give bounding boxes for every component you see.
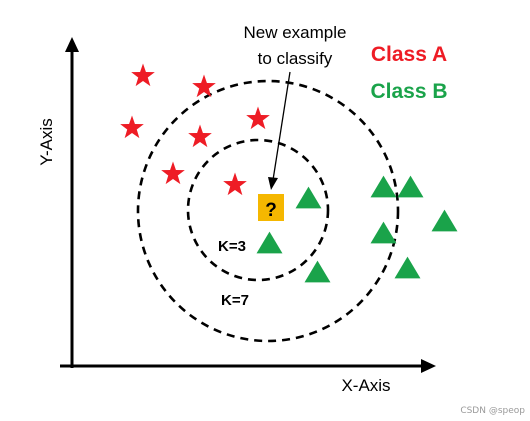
- class-b-points: [256, 175, 458, 283]
- triangle-icon: [370, 175, 397, 198]
- triangle-icon: [397, 175, 424, 198]
- question-box-icon: ?: [258, 194, 284, 221]
- k3-label: K=3: [218, 238, 246, 255]
- legend-class-b: Class B: [370, 80, 447, 103]
- k3-circle: [186, 138, 330, 282]
- triangle-icon: [431, 209, 458, 232]
- legend-class-a: Class A: [371, 43, 447, 66]
- k7-label: K=7: [221, 292, 249, 309]
- y-axis-label: Y-Axis: [37, 118, 56, 166]
- triangle-icon: [370, 221, 397, 244]
- new-example-line2: to classify: [258, 49, 333, 68]
- watermark: CSDN @speop: [460, 406, 525, 416]
- star-icon: [131, 63, 155, 87]
- x-axis-arrowhead: [421, 359, 436, 373]
- y-axis-arrowhead: [65, 37, 79, 52]
- new-example-line1: New example: [244, 23, 347, 42]
- triangle-icon: [295, 186, 322, 209]
- star-icon: [192, 74, 216, 98]
- annotation-arrow: [268, 71, 291, 190]
- triangle-icon: [304, 260, 331, 283]
- triangle-icon: [256, 231, 283, 254]
- x-axis-label: X-Axis: [341, 376, 390, 395]
- star-icon: [120, 115, 144, 139]
- star-icon: [188, 124, 212, 148]
- star-icon: [223, 172, 247, 196]
- axes: [60, 37, 436, 373]
- star-icon: [161, 161, 185, 185]
- triangle-icon: [394, 256, 421, 279]
- k7-circle: [136, 79, 400, 343]
- question-mark: ?: [265, 200, 277, 221]
- star-icon: [246, 106, 270, 130]
